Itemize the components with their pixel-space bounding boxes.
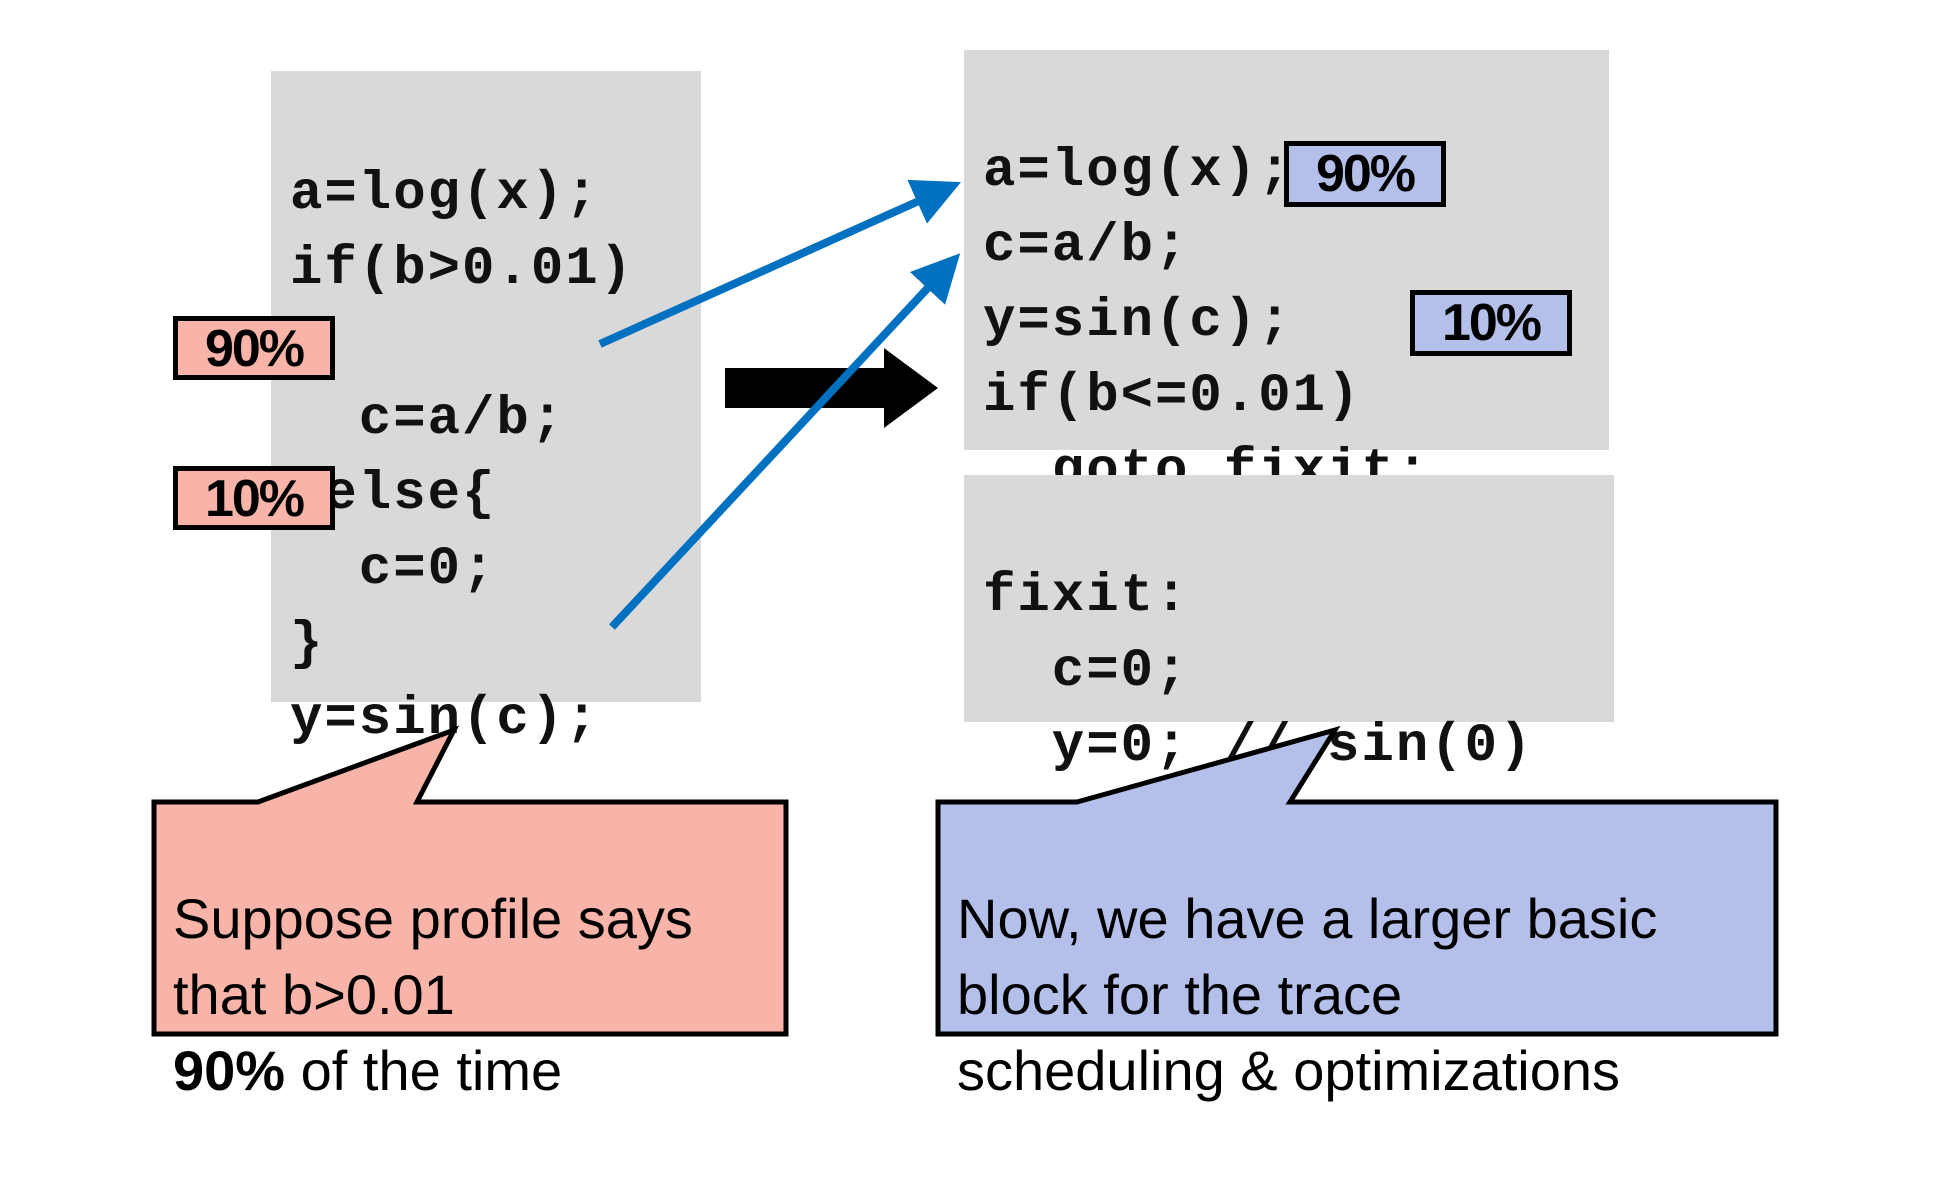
- trace-code-block: [964, 50, 1609, 450]
- callout-line: Suppose profile says: [173, 887, 693, 950]
- code-line: c=a/b;: [290, 389, 566, 450]
- result-callout-text: Now, we have a larger basic block for the…: [957, 805, 1657, 1185]
- probability-badge-10: 10%: [173, 466, 335, 530]
- callout-line-rest: of the time: [285, 1039, 563, 1102]
- diagram-overlay: [151, 179, 1779, 1037]
- profile-callout-text: Suppose profile says that b>0.01 90% of th…: [173, 805, 693, 1185]
- original-code-block: [271, 71, 701, 702]
- code-line: a=log(x);: [983, 141, 1293, 202]
- code-line: c=0;: [983, 641, 1190, 702]
- code-line: fixit:: [983, 566, 1190, 627]
- probability-badge-10: 10%: [1410, 290, 1572, 356]
- result-callout-shape: [935, 725, 1779, 1037]
- code-line: }: [290, 614, 325, 675]
- move-arrow-c-assign: [598, 179, 961, 348]
- callout-line: that b>0.01: [173, 963, 455, 1026]
- code-line: y=sin(c);: [983, 291, 1293, 352]
- code-line: c=a/b;: [983, 216, 1190, 277]
- code-line: if(b>0.01): [290, 239, 635, 300]
- profile-callout-shape: [151, 725, 789, 1037]
- callout-line: 90% of the time: [173, 1033, 693, 1109]
- trace-code: a=log(x);c=a/b;y=sin(c);if(b<=0.01) goto…: [983, 59, 1430, 584]
- callout-line: Now, we have a larger basic: [957, 887, 1658, 950]
- code-line: a=log(x);: [290, 164, 600, 225]
- code-line: if(b<=0.01): [983, 366, 1362, 427]
- callout-emphasis: 90%: [173, 1039, 286, 1102]
- probability-badge-90: 90%: [1284, 141, 1446, 207]
- callout-line: scheduling & optimizations: [957, 1039, 1621, 1102]
- callout-line: block for the trace: [957, 963, 1403, 1026]
- move-arrow-y-sin: [609, 253, 961, 630]
- fixit-code-block: [964, 475, 1614, 722]
- probability-badge-90: 90%: [173, 316, 335, 380]
- code-line: c=0;: [290, 539, 497, 600]
- original-code: a=log(x);if(b>0.01){ c=a/b;}else{ c=0;}y…: [290, 82, 634, 832]
